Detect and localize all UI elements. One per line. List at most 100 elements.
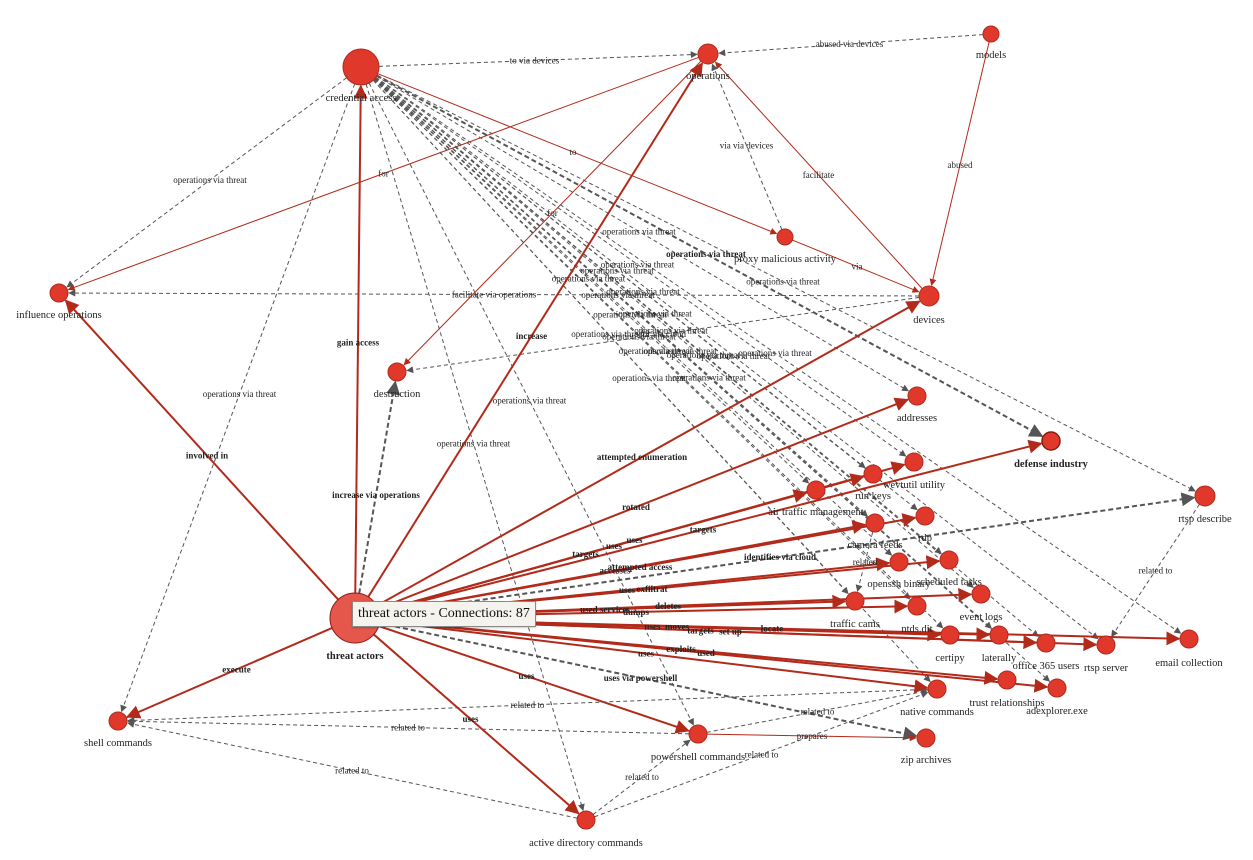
edge-credential-access-to-native-commands[interactable] <box>372 79 931 683</box>
edge-threat-actors-to-devices[interactable] <box>376 300 921 607</box>
edge-threat-actors-to-operations[interactable] <box>367 62 704 598</box>
node-circle[interactable] <box>989 625 1009 645</box>
edge-credential-access-to-openssh[interactable] <box>373 78 893 556</box>
edge-threat-actors-to-native-commands[interactable] <box>379 620 929 694</box>
node-circle[interactable] <box>904 452 924 472</box>
node-trust-rel[interactable]: trust relationships <box>970 670 1045 709</box>
edge-powershell-to-zip-archives[interactable] <box>706 733 917 742</box>
edge-credential-access-to-powershell[interactable] <box>368 82 694 726</box>
node-circle[interactable] <box>845 591 865 611</box>
edge-credential-access-to-defense-industry[interactable] <box>376 74 1044 438</box>
node-air-traffic[interactable]: air traffic management <box>768 480 864 518</box>
edge-operations-to-destruction[interactable] <box>403 60 702 366</box>
edge-models-to-operations[interactable] <box>718 34 984 57</box>
node-circle[interactable] <box>688 724 708 744</box>
node-adexplorer[interactable]: adexplorer.exe <box>1026 678 1088 717</box>
node-circle[interactable] <box>918 285 940 307</box>
edge-threat-actors-to-addresses[interactable] <box>377 397 910 610</box>
node-openssh[interactable]: openssh binary <box>867 552 931 590</box>
node-scheduled-tasks[interactable]: scheduled tasks <box>916 550 982 588</box>
edge-threat-actors-to-destruction[interactable] <box>358 380 401 594</box>
node-laterally[interactable]: laterally <box>982 625 1017 664</box>
node-circle[interactable] <box>1179 629 1199 649</box>
node-circle[interactable] <box>1194 485 1216 507</box>
edge-threat-actors-to-camera-feeds[interactable] <box>379 520 867 615</box>
edge-ad-commands-to-powershell[interactable] <box>592 739 691 815</box>
edge-ad-commands-to-native-commands[interactable] <box>594 691 929 818</box>
node-event-logs[interactable]: event logs <box>960 584 1003 623</box>
node-run-keys[interactable]: run keys <box>855 464 891 502</box>
node-native-commands[interactable]: native commands <box>900 679 974 718</box>
node-circle[interactable] <box>940 625 960 645</box>
node-devices[interactable]: devices <box>913 285 945 326</box>
node-camera-feeds[interactable]: camera feeds <box>847 513 903 551</box>
node-circle[interactable] <box>576 810 596 830</box>
node-circle[interactable] <box>907 596 927 616</box>
node-circle[interactable] <box>916 728 936 748</box>
node-circle[interactable] <box>387 362 407 382</box>
node-circle[interactable] <box>863 464 883 484</box>
edge-credential-access-to-event-logs[interactable] <box>374 78 974 588</box>
node-circle[interactable] <box>907 386 927 406</box>
node-rtsp-describe[interactable]: rtsp describe <box>1178 485 1232 525</box>
node-circle[interactable] <box>776 228 794 246</box>
edge-threat-actors-to-zip-archives[interactable] <box>379 622 918 741</box>
node-models[interactable]: models <box>976 25 1006 61</box>
node-addresses[interactable]: addresses <box>897 386 937 424</box>
node-zip-archives[interactable]: zip archives <box>901 728 951 766</box>
node-destruction[interactable]: destruction <box>374 362 421 400</box>
node-circle[interactable] <box>1036 633 1056 653</box>
node-email-collection[interactable]: email collection <box>1155 629 1223 669</box>
node-circle[interactable] <box>997 670 1017 690</box>
node-circle[interactable] <box>927 679 947 699</box>
edge-credential-access-to-proxy-malicious[interactable] <box>377 73 778 235</box>
node-defense-industry[interactable]: defense industry <box>1014 431 1089 470</box>
node-circle[interactable] <box>1047 678 1067 698</box>
node-proxy-malicious[interactable]: proxy malicious activity <box>734 228 837 265</box>
edge-threat-actors-to-credential-access[interactable] <box>353 84 368 594</box>
edge-threat-actors-to-ad-commands[interactable] <box>373 633 580 815</box>
node-traffic-cams[interactable]: traffic cams <box>830 591 880 630</box>
node-influence-operations[interactable]: influence operations <box>16 283 102 321</box>
edge-threat-actors-to-shell-commands[interactable] <box>125 627 333 719</box>
edge-credential-access-to-email-collection[interactable] <box>375 76 1182 634</box>
node-circle[interactable] <box>49 283 69 303</box>
edge-powershell-to-native-commands[interactable] <box>706 688 928 733</box>
node-circle[interactable] <box>939 550 959 570</box>
node-circle[interactable] <box>889 552 909 572</box>
edge-credential-access-to-scheduled-tasks[interactable] <box>374 78 942 555</box>
node-circle[interactable] <box>865 513 885 533</box>
edge-devices-to-destruction[interactable] <box>406 296 920 374</box>
edge-devices-to-operations[interactable] <box>714 61 923 289</box>
edge-credential-access-to-ntds[interactable] <box>373 79 911 600</box>
edge-credential-access-to-influence-operations[interactable] <box>66 77 347 288</box>
edge-credential-access-to-air-traffic[interactable] <box>373 78 810 484</box>
edge-credential-access-to-wevtutil[interactable] <box>375 77 907 457</box>
node-rtsp-server[interactable]: rtsp server <box>1084 635 1129 674</box>
edge-native-commands-to-shell-commands[interactable] <box>127 688 929 724</box>
edge-credential-access-to-ad-commands[interactable] <box>365 84 585 812</box>
edge-proxy-malicious-to-operations[interactable] <box>711 63 783 230</box>
edge-credential-access-to-addresses[interactable] <box>376 75 909 392</box>
node-wevtutil[interactable]: wevtutil utility <box>883 452 946 491</box>
edge-operations-to-influence-operations[interactable] <box>67 56 699 291</box>
edge-proxy-malicious-to-devices[interactable] <box>792 239 920 293</box>
edge-threat-actors-to-influence-operations[interactable] <box>64 299 339 601</box>
node-office365[interactable]: office 365 users <box>1013 633 1080 672</box>
edge-credential-access-to-rtsp-server[interactable] <box>374 77 1099 640</box>
edge-credential-access-to-camera-feeds[interactable] <box>374 78 869 517</box>
node-rdp[interactable]: rdp <box>915 506 935 544</box>
edge-credential-access-to-office365[interactable] <box>374 78 1039 638</box>
node-shell-commands[interactable]: shell commands <box>84 711 152 749</box>
node-ntds[interactable]: ntds.dit <box>901 596 933 635</box>
edge-models-to-devices[interactable] <box>929 41 990 286</box>
edge-devices-to-influence-operations[interactable] <box>68 289 920 297</box>
node-circle[interactable] <box>971 584 991 604</box>
node-operations[interactable]: operations <box>686 43 730 82</box>
node-powershell[interactable]: powershell commands <box>651 724 745 763</box>
node-circle[interactable] <box>342 48 380 86</box>
node-certipy[interactable]: certipy <box>935 625 965 664</box>
node-credential-access[interactable]: credential access <box>326 48 397 104</box>
